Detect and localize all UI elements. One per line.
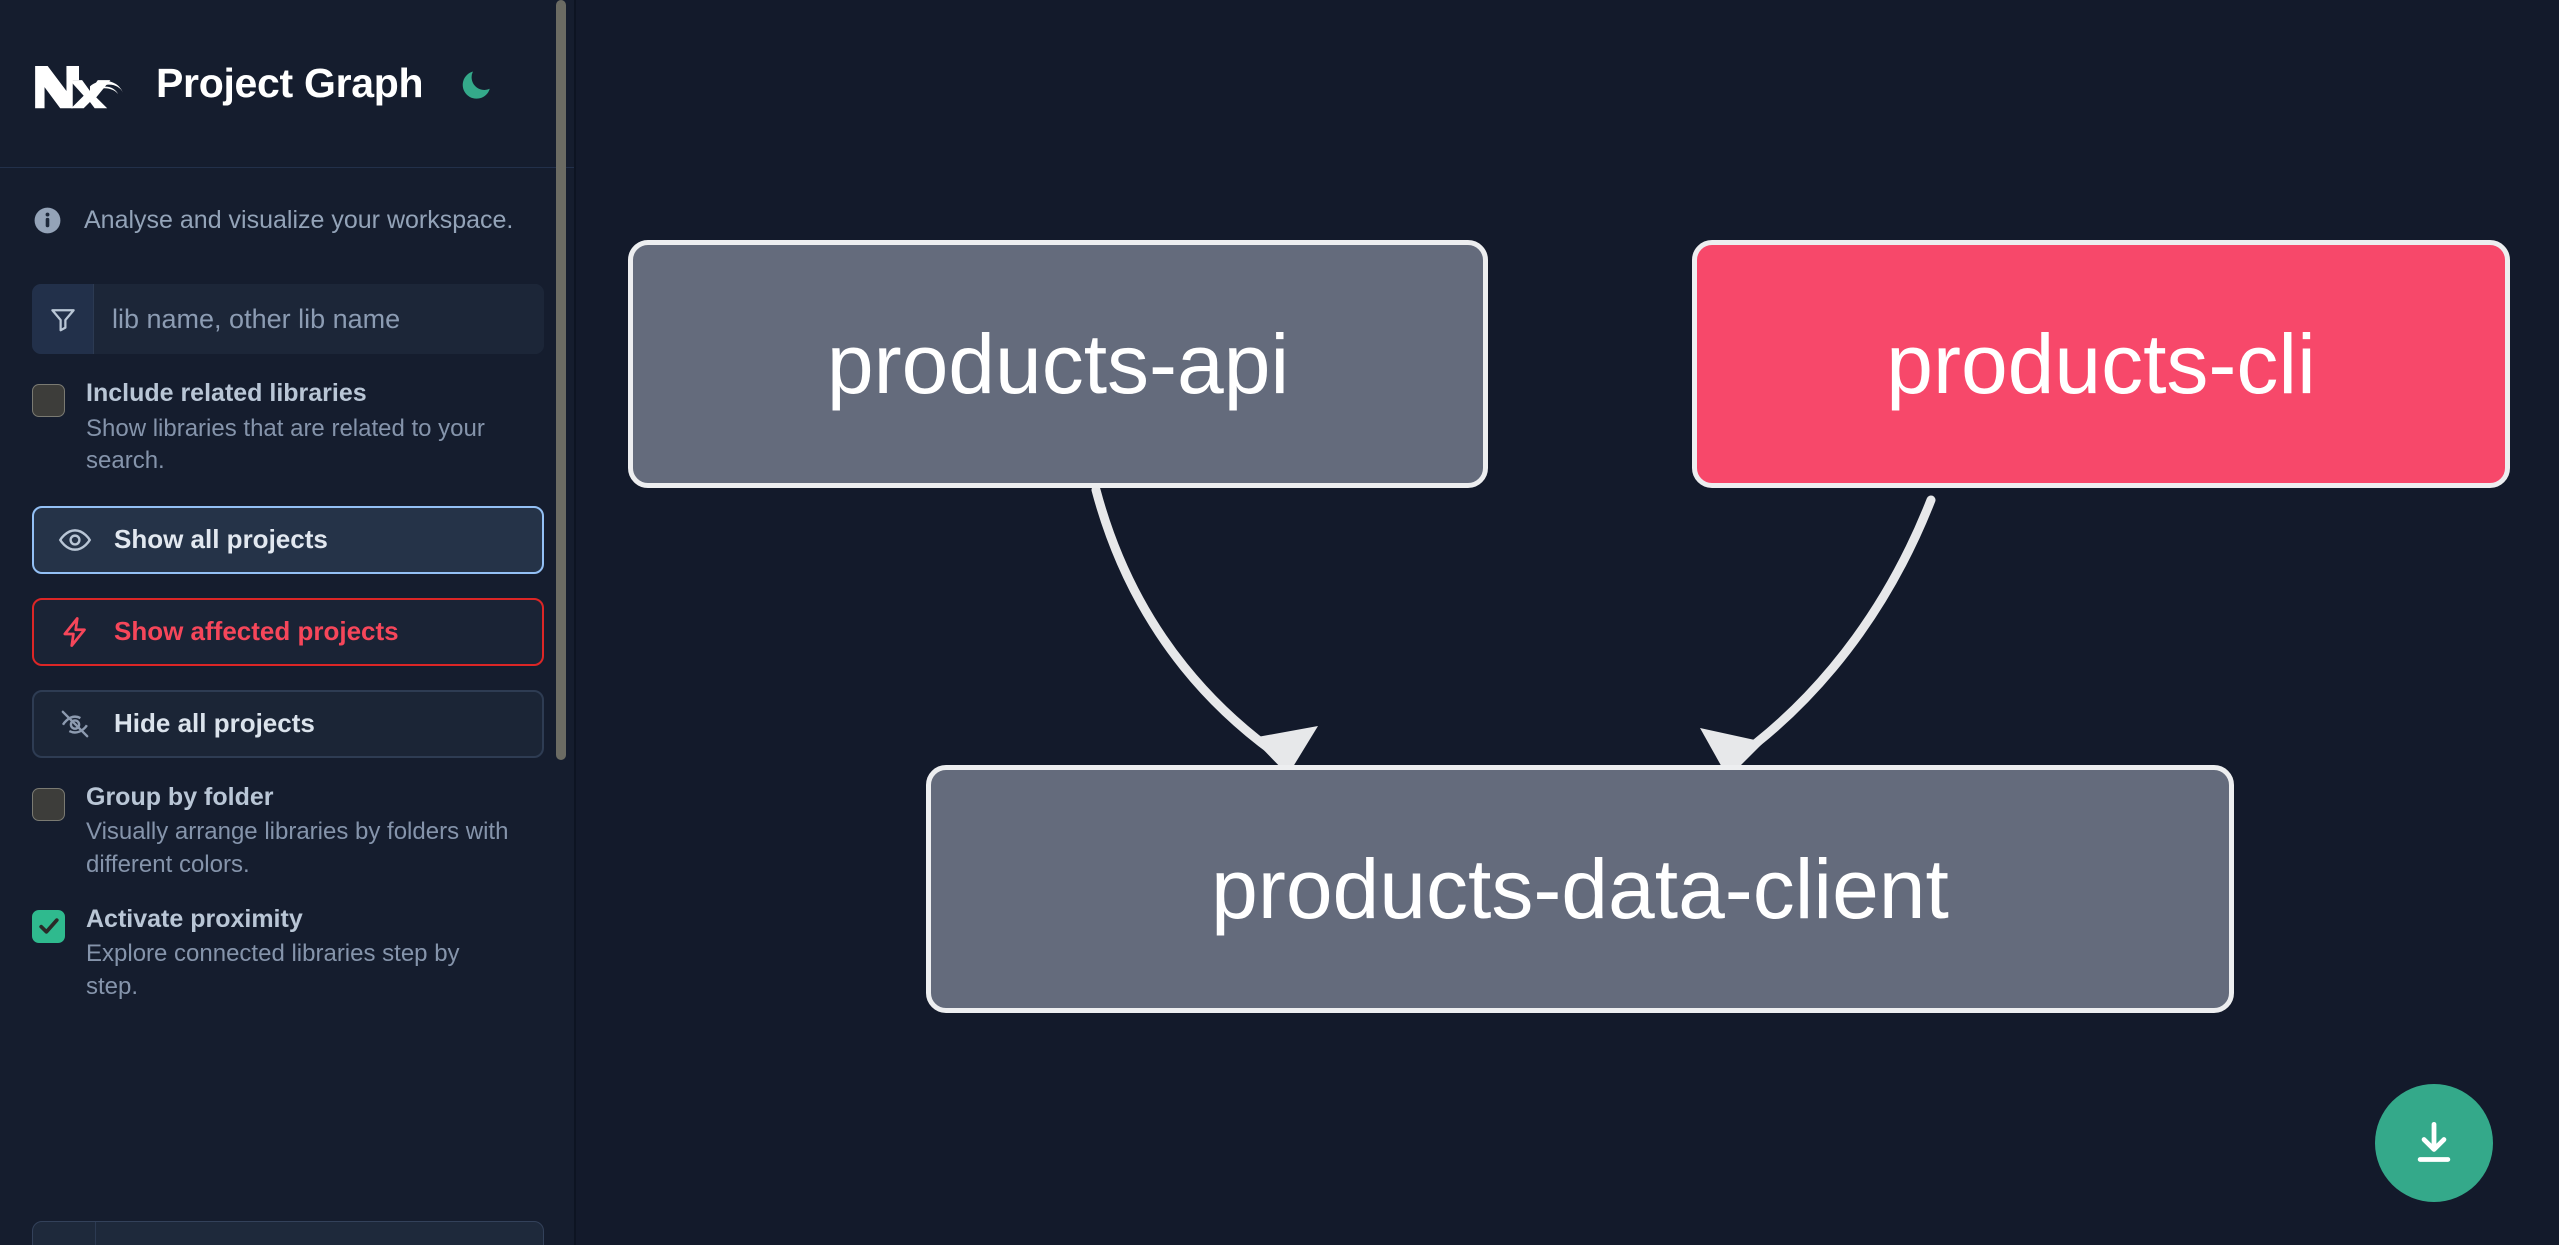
- divider: [95, 1222, 96, 1245]
- node-label: products-data-client: [1211, 841, 1949, 936]
- checkbox-group-by-folder[interactable]: Group by folder Visually arrange librari…: [0, 782, 576, 882]
- check-icon: [38, 918, 59, 934]
- page-title: Project Graph: [156, 60, 424, 106]
- sidebar-header: Project Graph: [0, 0, 576, 168]
- graph-node-products-api[interactable]: products-api: [628, 240, 1488, 488]
- show-affected-projects-label: Show affected projects: [114, 616, 399, 647]
- checkbox-label: Group by folder: [86, 782, 274, 811]
- graph-node-products-cli[interactable]: products-cli: [1692, 240, 2510, 488]
- sidebar: Project Graph Analyse and visualize your…: [0, 0, 576, 1245]
- checkbox-box[interactable]: [32, 909, 65, 943]
- show-all-projects-button[interactable]: Show all projects: [32, 505, 544, 574]
- hide-all-projects-label: Hide all projects: [114, 708, 315, 739]
- analyse-text: Analyse and visualize your workspace.: [84, 205, 514, 234]
- eye-slash-icon: [58, 707, 92, 741]
- graph-node-products-data-client[interactable]: products-data-client: [926, 765, 2234, 1013]
- checkbox-box[interactable]: [32, 787, 65, 821]
- checkbox-description: Show libraries that are related to your …: [86, 414, 485, 475]
- checkbox-include-related-libraries[interactable]: Include related libraries Show libraries…: [0, 378, 576, 478]
- search-input[interactable]: [94, 284, 544, 354]
- info-circle-icon: [32, 205, 63, 236]
- edge-products-api-to-products-data-client: [1091, 485, 1293, 767]
- checkbox-activate-proximity[interactable]: Activate proximity Explore connected lib…: [0, 904, 576, 1004]
- nx-logo-icon: [32, 56, 126, 112]
- download-icon: [2417, 1121, 2451, 1162]
- checkbox-description: Visually arrange libraries by folders wi…: [86, 818, 509, 878]
- node-label: products-api: [826, 316, 1290, 411]
- analyse-banner: Analyse and visualize your workspace.: [0, 168, 576, 272]
- sidebar-edge: [574, 0, 576, 1245]
- show-affected-projects-button[interactable]: Show affected projects: [32, 597, 544, 666]
- graph-canvas[interactable]: products-api products-cli products-data-…: [576, 0, 2559, 1245]
- eye-icon: [58, 523, 92, 557]
- sidebar-bottom-control[interactable]: [32, 1221, 544, 1245]
- sidebar-scrollbar-thumb[interactable]: [556, 0, 566, 760]
- node-label: products-cli: [1886, 316, 2316, 411]
- hide-all-projects-button[interactable]: Hide all projects: [32, 689, 544, 758]
- moon-icon[interactable]: [455, 62, 499, 106]
- graph-edges: [1091, 485, 1936, 778]
- show-all-projects-label: Show all projects: [114, 524, 328, 555]
- checkbox-label: Include related libraries: [86, 379, 367, 407]
- download-graph-button[interactable]: [2375, 1084, 2493, 1202]
- project-action-buttons: Show all projects Show affected projects: [0, 505, 576, 758]
- lightning-bolt-icon: [58, 615, 92, 649]
- checkbox-label: Activate proximity: [86, 904, 303, 933]
- search-bar[interactable]: [32, 284, 544, 354]
- checkbox-description: Explore connected libraries step by step…: [86, 940, 460, 1000]
- filter-funnel-icon: [32, 284, 94, 354]
- checkbox-box[interactable]: [32, 384, 65, 417]
